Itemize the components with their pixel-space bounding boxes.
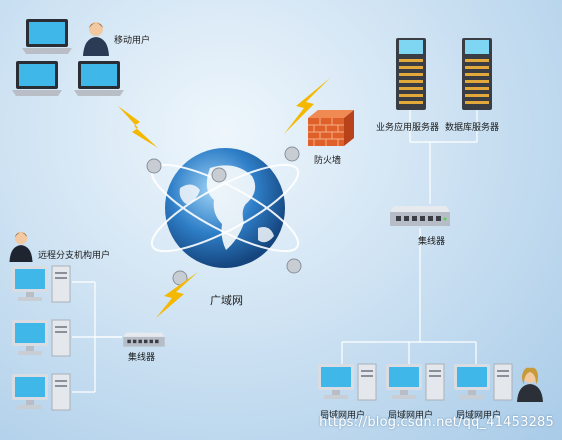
hub-icon bbox=[390, 206, 450, 226]
remote-users-label: 远程分支机构用户 bbox=[38, 251, 111, 261]
desktop-computer-icon bbox=[12, 319, 71, 357]
lan-user-label: 局域网用户 bbox=[456, 411, 502, 421]
server-icon bbox=[396, 38, 426, 110]
lightning-icon bbox=[156, 272, 198, 318]
watermark: https://blog.csdn.net/qq_41453285 bbox=[319, 415, 554, 430]
person-icon bbox=[517, 367, 543, 402]
desktop-computer-icon bbox=[318, 363, 377, 401]
hub-icon bbox=[123, 332, 165, 347]
business-server-label: 业务应用服务器 bbox=[376, 123, 440, 133]
firewall-label: 防火墙 bbox=[314, 156, 342, 166]
db-server-label: 数据库服务器 bbox=[445, 123, 500, 133]
firewall-icon bbox=[308, 110, 354, 146]
lan-user-label: 局域网用户 bbox=[388, 411, 434, 421]
person-icon bbox=[83, 22, 109, 56]
hub-label: 集线器 bbox=[418, 237, 446, 247]
branch-hub-label: 集线器 bbox=[128, 353, 156, 363]
person-icon bbox=[9, 231, 33, 262]
laptop-icon bbox=[12, 61, 62, 96]
laptop-icon bbox=[22, 19, 72, 54]
mobile-users-label: 移动用户 bbox=[114, 36, 151, 46]
desktop-computer-icon bbox=[454, 363, 513, 401]
lan-user-label: 局域网用户 bbox=[320, 411, 366, 421]
lightning-icon bbox=[284, 78, 330, 134]
wan-label: 广域网 bbox=[210, 294, 243, 307]
desktop-computer-icon bbox=[12, 373, 71, 411]
laptop-icon bbox=[74, 61, 124, 96]
lightning-icon bbox=[118, 106, 158, 148]
server-icon bbox=[462, 38, 492, 110]
desktop-computer-icon bbox=[386, 363, 445, 401]
desktop-computer-icon bbox=[12, 265, 71, 303]
globe-icon bbox=[146, 146, 302, 286]
